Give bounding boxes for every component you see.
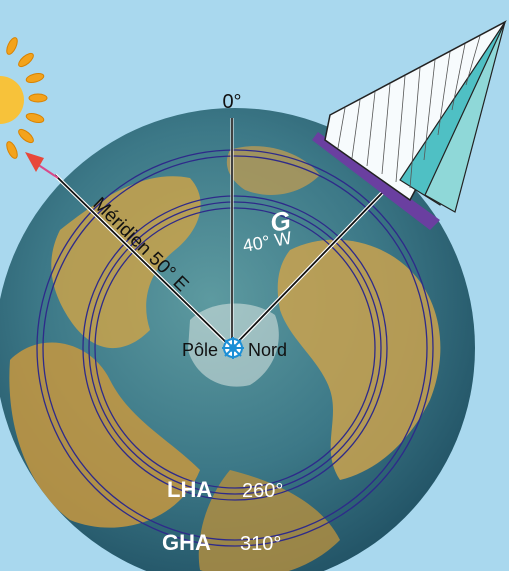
meridian-arrowhead: [25, 152, 44, 172]
landmass: [9, 342, 201, 528]
north-pole-marker: [222, 337, 244, 359]
nord-label: Nord: [248, 340, 287, 360]
sail-gnomon: [312, 20, 507, 230]
globe: [0, 108, 475, 571]
sun-icon: [0, 37, 48, 159]
zero-degree-label: 0°: [222, 91, 241, 113]
gha-label: GHA: [162, 530, 211, 555]
hour-angle-rings: [36, 149, 434, 547]
gha-value: 310°: [240, 533, 281, 555]
lha-label: LHA: [167, 477, 212, 502]
pole-label: Pôle: [182, 340, 218, 360]
landmass: [277, 239, 441, 480]
landmass: [198, 470, 340, 571]
landmass: [226, 146, 320, 195]
lha-value: 260°: [242, 480, 283, 502]
